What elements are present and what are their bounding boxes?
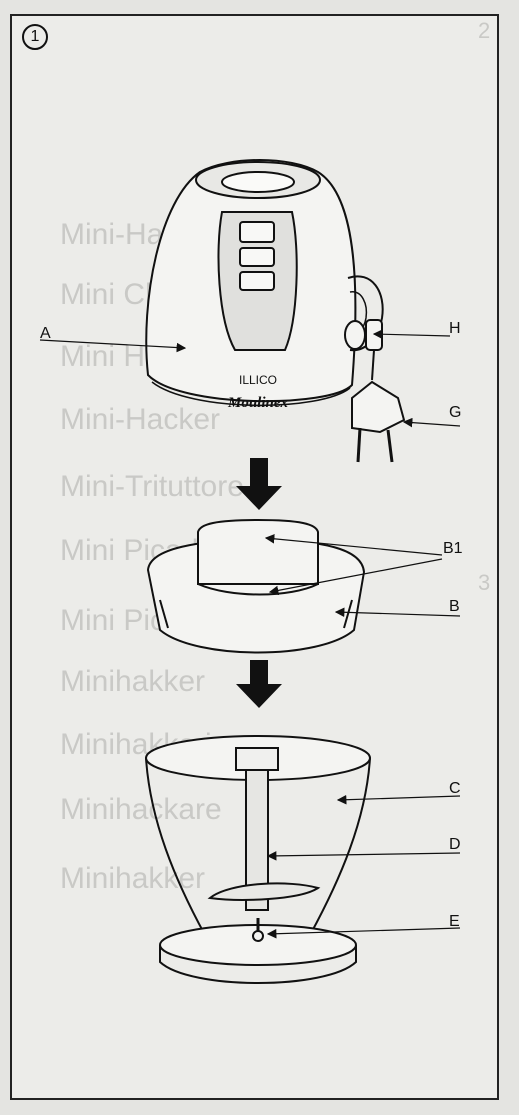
label-A: A bbox=[40, 325, 51, 343]
bowl-lid bbox=[148, 520, 364, 653]
assembly-arrow-2 bbox=[236, 660, 282, 708]
label-H: H bbox=[449, 320, 461, 338]
label-D: D bbox=[449, 836, 461, 854]
label-B: B bbox=[449, 598, 460, 616]
assembly-arrow-1 bbox=[236, 458, 282, 510]
label-B1: B1 bbox=[443, 540, 463, 558]
label-C: C bbox=[449, 780, 461, 798]
moulinex-logo: Moulinex bbox=[227, 395, 289, 411]
brand-text: ILLICO bbox=[239, 373, 277, 387]
bowl bbox=[146, 736, 370, 983]
cord-and-plug bbox=[345, 320, 404, 462]
motor-unit bbox=[146, 160, 382, 405]
label-G: G bbox=[449, 404, 461, 422]
label-E: E bbox=[449, 913, 460, 931]
